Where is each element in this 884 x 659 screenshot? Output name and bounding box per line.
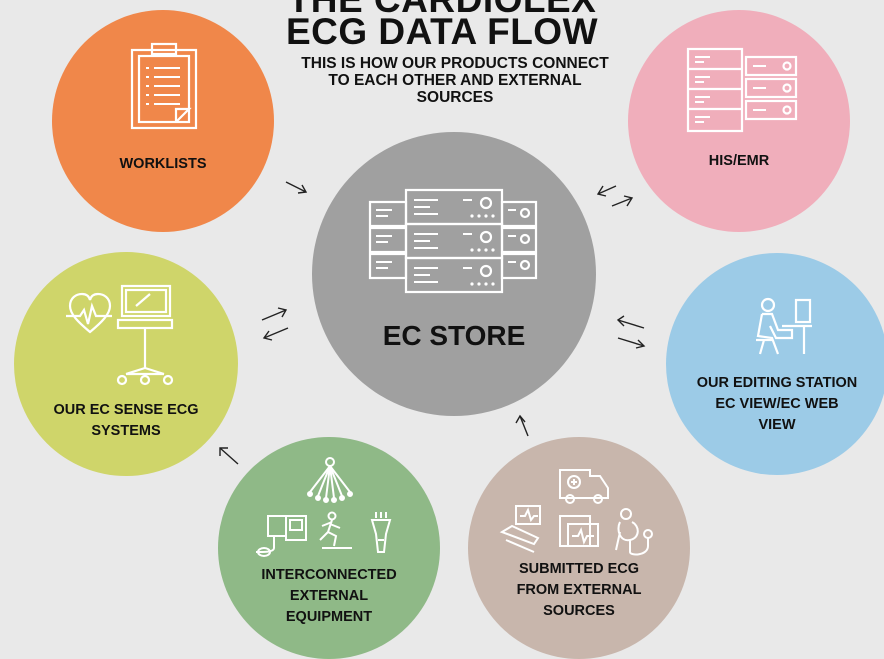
arrow-equipment-to-sense	[219, 447, 239, 465]
submitted-ecg-label-2: FROM EXTERNAL	[516, 582, 642, 598]
ecg-cart-icon	[66, 284, 174, 386]
ambulance-icon	[499, 469, 653, 556]
submitted-ecg-label-1: SUBMITTED ECG	[518, 561, 640, 577]
equipment-label-2: EXTERNAL	[289, 588, 369, 604]
medical-equipment-icon	[256, 457, 392, 557]
arrow-worklists-to-store	[285, 181, 308, 194]
arrow-store-his-pair	[596, 185, 634, 207]
title-line-1: THE CARDIOLEX	[0, 0, 884, 18]
ec-store-label: EC STORE	[382, 320, 526, 351]
editing-station-label-1: OUR EDITING STATION	[696, 375, 858, 391]
subtitle: THIS IS HOW OUR PRODUCTS CONNECT TO EACH…	[301, 55, 609, 106]
arrow-submitted-to-store	[515, 414, 529, 437]
ec-sense-label-1: OUR EC SENSE ECG	[53, 402, 199, 418]
ec-sense-label-2: SYSTEMS	[91, 423, 161, 439]
editing-station-label-3: VIEW	[758, 417, 796, 433]
server-stack-icon	[686, 47, 798, 133]
editing-station-label-2: EC VIEW/EC WEB	[715, 396, 839, 412]
clipboard-icon	[130, 42, 198, 130]
arrow-store-editing-pair	[616, 315, 646, 349]
submitted-ecg-label-3: SOURCES	[543, 603, 615, 619]
arrow-store-sense-pair	[261, 307, 289, 341]
submitted-ecg-node	[468, 437, 690, 659]
worklists-label: WORKLISTS	[119, 156, 207, 172]
workstation-icon	[756, 297, 812, 355]
his-emr-node	[628, 10, 850, 232]
title-line-2: ECG DATA FLOW	[285, 11, 599, 52]
his-emr-label: HIS/EMR	[708, 153, 770, 169]
equipment-label-1: INTERCONNECTED	[261, 567, 397, 583]
equipment-label-3: EQUIPMENT	[285, 609, 373, 625]
ec-store-node	[312, 132, 596, 416]
server-rack-icon	[368, 188, 538, 294]
editing-station-node	[666, 253, 884, 475]
